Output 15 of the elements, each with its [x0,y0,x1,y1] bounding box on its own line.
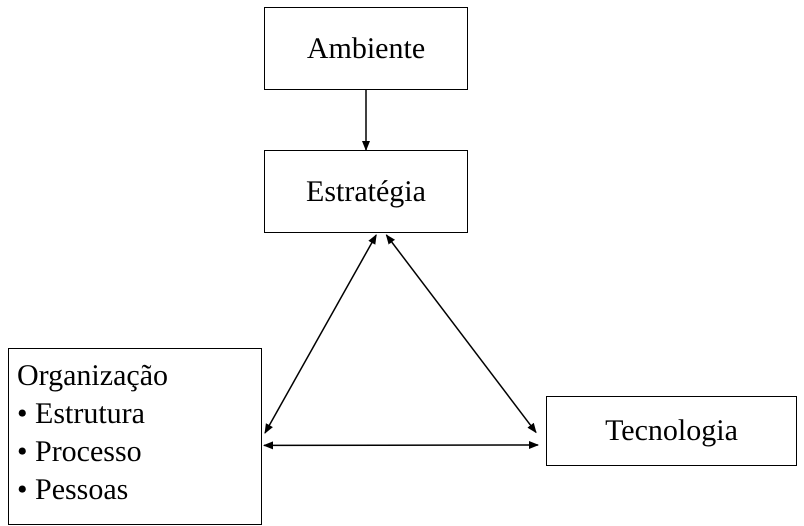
process-box [264,7,468,90]
list-item: • Estrutura [17,396,145,432]
arrow [386,234,537,434]
node-label: Estratégia [306,174,426,208]
node-label: Ambiente [306,32,426,66]
process-box [546,396,797,466]
arrow [263,441,539,450]
node-heading: Organização [17,358,168,394]
arrow [264,234,377,434]
list-item: • Pessoas [17,472,128,508]
list-item: • Processo [17,434,142,470]
node-label: Tecnologia [605,414,738,448]
process-box [8,348,262,525]
arrow [362,90,370,151]
process-box [264,150,468,233]
